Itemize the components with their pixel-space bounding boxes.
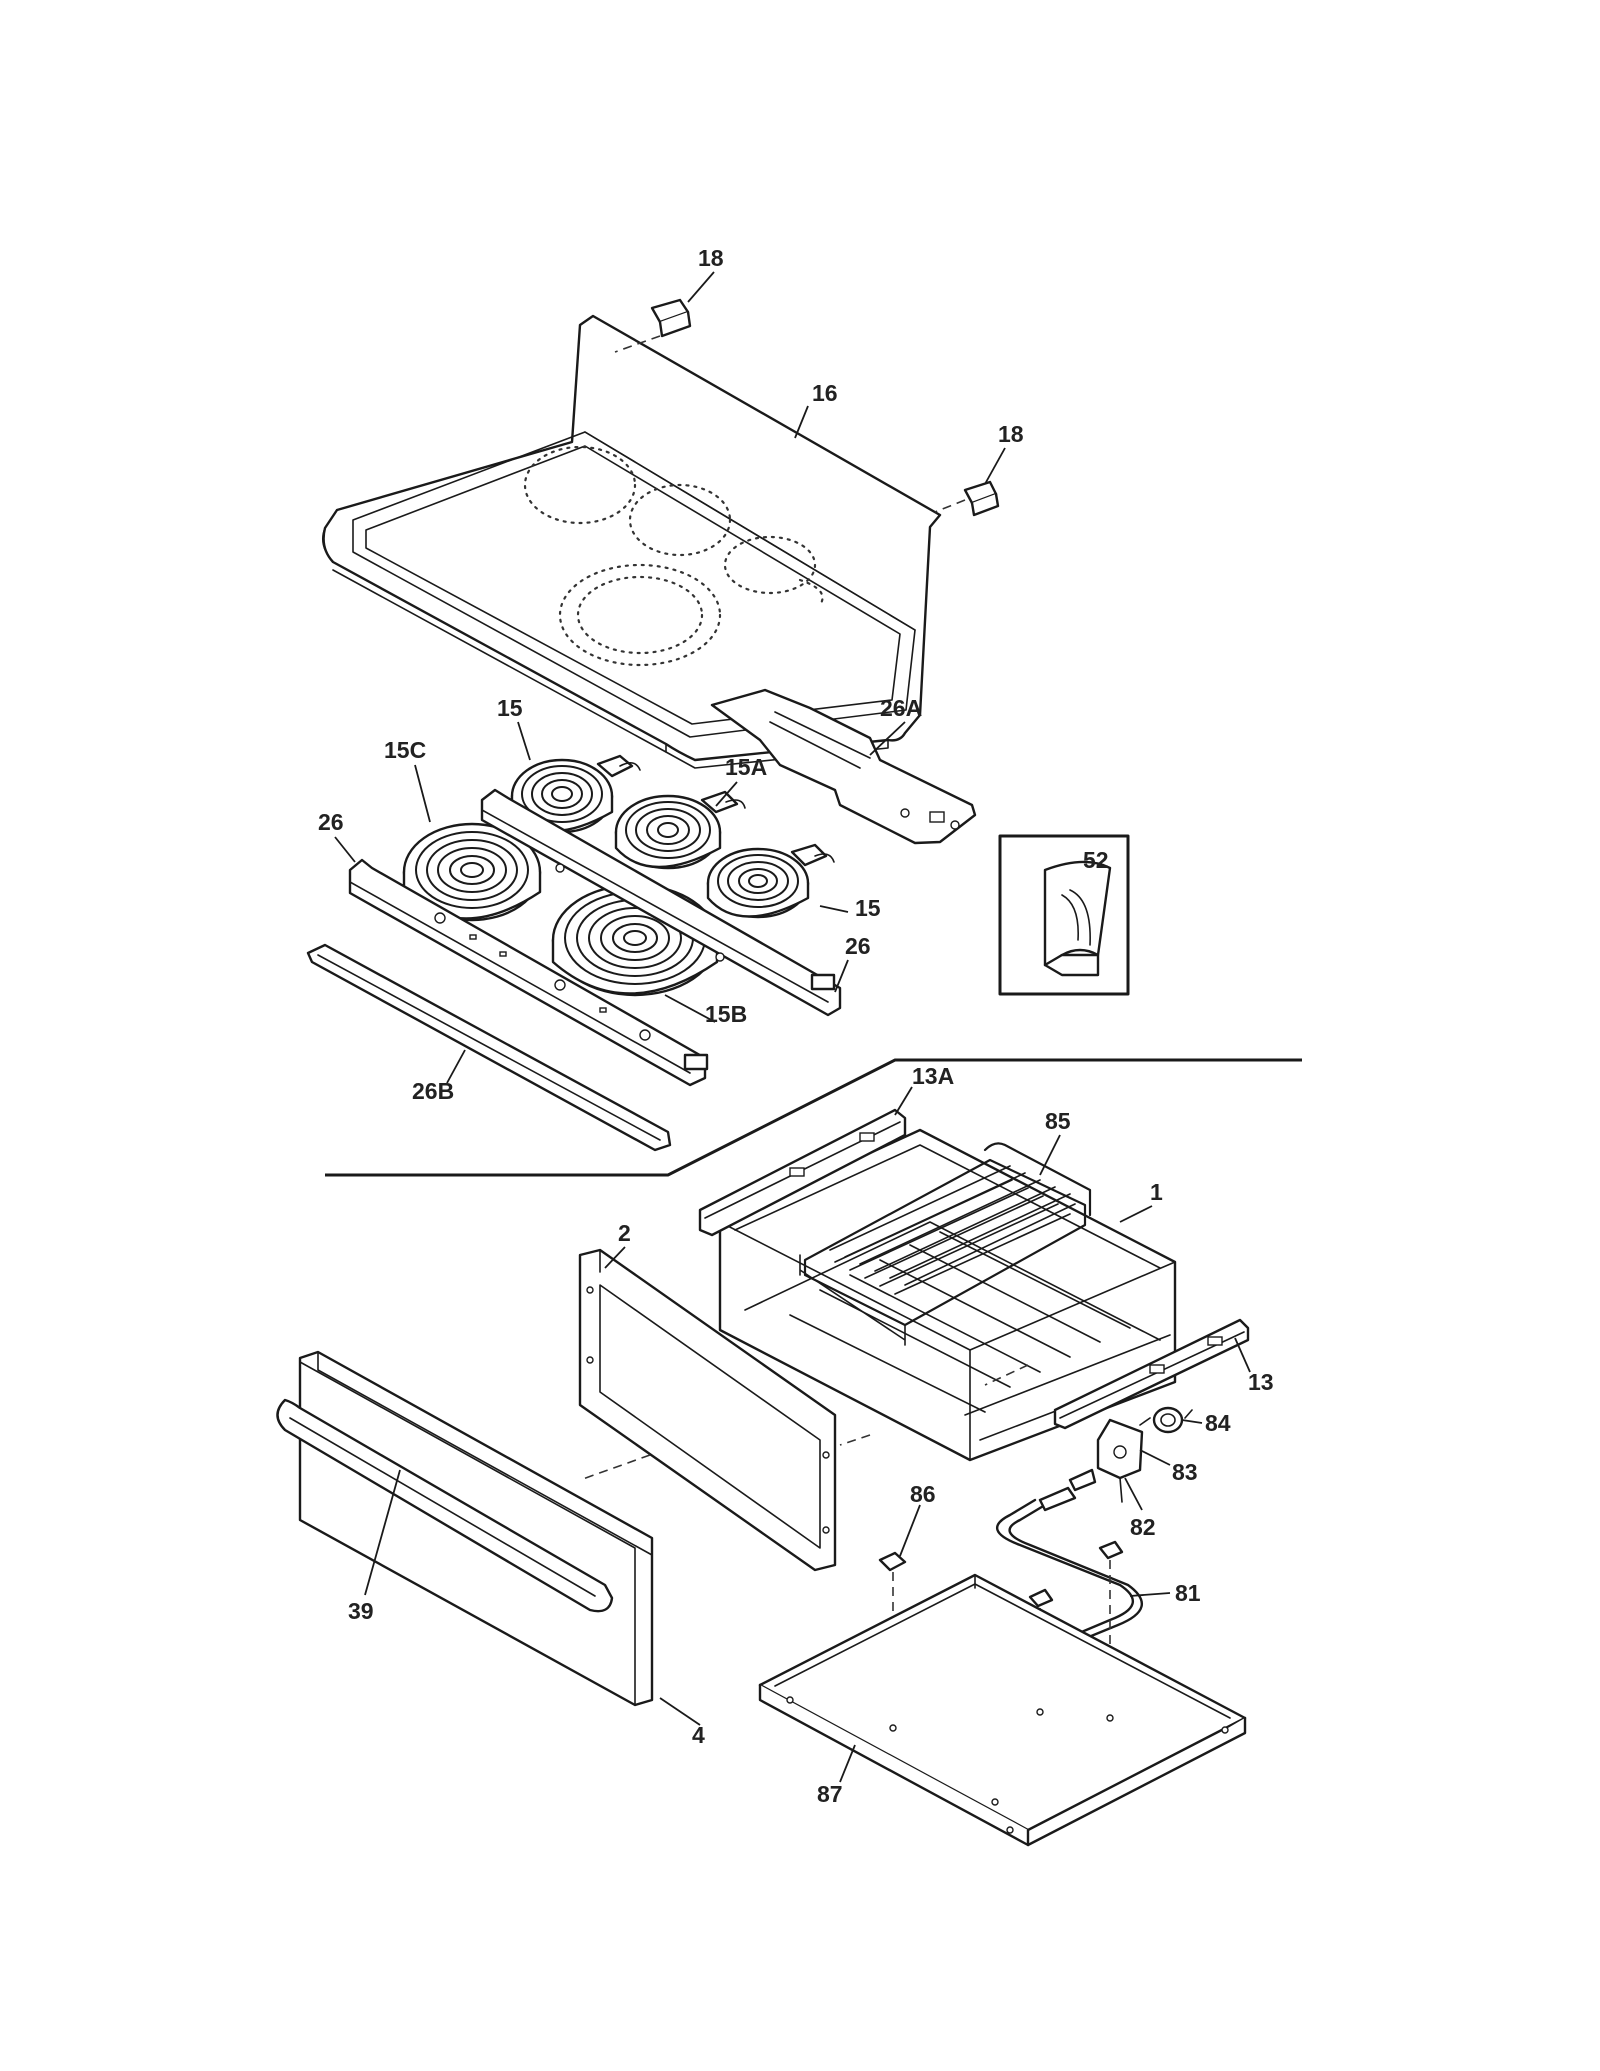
leader-lines [334, 271, 1251, 1783]
callout-26-left: 26 [318, 809, 344, 835]
callout-26A: 26A [880, 695, 922, 721]
cooktop-glass-16 [322, 314, 942, 769]
drawer-body-1 [718, 1128, 1177, 1462]
callout-1: 1 [1150, 1179, 1163, 1205]
callout-15C: 15C [384, 737, 426, 763]
callout-15B: 15B [705, 1001, 747, 1027]
callout-13A: 13A [912, 1063, 954, 1089]
callout-83: 83 [1172, 1459, 1198, 1485]
callout-13: 13 [1248, 1369, 1274, 1395]
callout-84: 84 [1205, 1410, 1231, 1436]
callout-4: 4 [692, 1722, 705, 1748]
clip-18-right [934, 480, 1000, 517]
element-15A [614, 790, 746, 870]
callout-15A: 15A [725, 754, 767, 780]
callout-82: 82 [1130, 1514, 1156, 1540]
rail-26 [348, 788, 842, 1087]
callout-26-right: 26 [845, 933, 871, 959]
bracket-83 [1096, 1418, 1144, 1503]
callout-39: 39 [348, 1598, 374, 1624]
slide-rail-13 [1053, 1318, 1250, 1430]
callout-87: 87 [817, 1781, 843, 1807]
clip-86-b [1098, 1540, 1124, 1715]
inset-box-52 [998, 834, 1130, 996]
clip-18-top [614, 298, 692, 353]
callout-18-right: 18 [998, 421, 1024, 447]
callout-2: 2 [618, 1220, 631, 1246]
callout-81: 81 [1175, 1580, 1201, 1606]
callout-18-top: 18 [698, 245, 724, 271]
section-divider [325, 1058, 1302, 1177]
slide-rail-13A [698, 1108, 907, 1237]
door-frame-2 [578, 1248, 837, 1572]
element-15-right [706, 843, 835, 919]
wire-rack-85 [799, 1142, 1092, 1346]
callout-86: 86 [910, 1481, 936, 1507]
callout-52: 52 [1083, 847, 1109, 873]
callout-85: 85 [1045, 1108, 1071, 1134]
drawer-handle-39 [276, 1398, 614, 1613]
callout-15-right: 15 [855, 895, 881, 921]
callout-16: 16 [812, 380, 838, 406]
callout-26B: 26B [412, 1078, 454, 1104]
bracket-26A [710, 688, 977, 845]
bottom-panel-87 [758, 1573, 1247, 1847]
callout-15-top: 15 [497, 695, 523, 721]
trim-strip-26B [306, 943, 672, 1152]
